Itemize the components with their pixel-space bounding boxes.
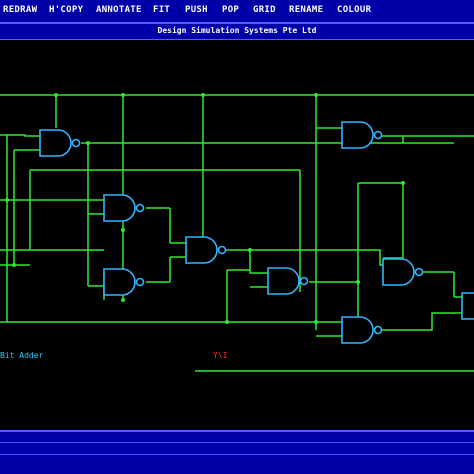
nand-gate-3[interactable] <box>103 268 145 296</box>
nand-gate-6[interactable] <box>341 121 383 149</box>
menu-pop[interactable]: POP <box>222 5 240 15</box>
menu-hcopy[interactable]: H'COPY <box>49 5 84 15</box>
menu-grid[interactable]: GRID <box>253 5 276 15</box>
schematic-canvas[interactable] <box>0 40 474 430</box>
menu-push[interactable]: PUSH <box>185 5 208 15</box>
status-divider <box>0 454 474 455</box>
nand-gate-8[interactable] <box>341 316 383 344</box>
nand-gate-2[interactable] <box>103 194 145 222</box>
wire-junctions <box>5 93 405 324</box>
window-title: Design Simulation Systems Pte Ltd <box>157 26 317 35</box>
menu-rename[interactable]: RENAME <box>289 5 324 15</box>
nand-gate-4[interactable] <box>185 236 227 264</box>
circuit-label: Bit Adder <box>0 351 44 360</box>
title-bar: Design Simulation Systems Pte Ltd <box>0 24 474 40</box>
nand-gate-1[interactable] <box>39 129 81 157</box>
menu-fit[interactable]: FIT <box>153 5 171 15</box>
menu-redraw[interactable]: REDRAW <box>3 5 38 15</box>
status-divider <box>0 442 474 443</box>
nand-gate-9-partial[interactable] <box>461 292 474 320</box>
menu-colour[interactable]: COLOUR <box>337 5 372 15</box>
nand-gates <box>39 121 474 344</box>
status-bar <box>0 430 474 474</box>
nand-gate-7[interactable] <box>382 258 424 286</box>
menu-annotate[interactable]: ANNOTATE <box>96 5 142 15</box>
nand-gate-5[interactable] <box>267 267 309 295</box>
cursor-readout: Y\I <box>213 351 228 360</box>
wire-network <box>0 94 474 372</box>
menu-bar: REDRAW H'COPY ANNOTATE FIT PUSH POP GRID… <box>0 0 474 24</box>
